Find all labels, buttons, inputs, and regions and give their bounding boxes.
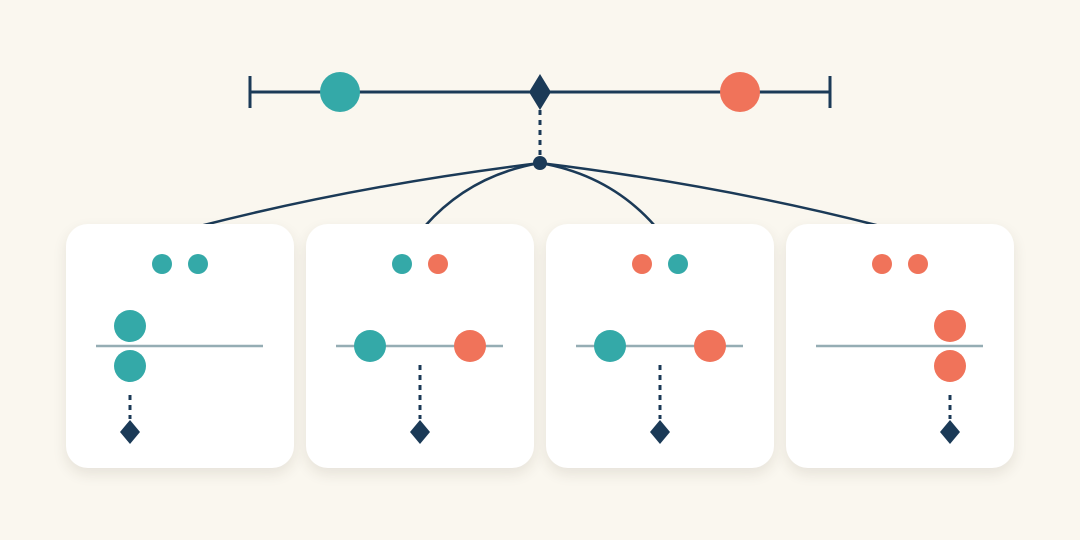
- right-marker: [694, 330, 726, 362]
- top-scale: [248, 72, 832, 112]
- connector-node: [533, 156, 547, 170]
- pair-dot-2: [668, 254, 688, 274]
- pair-dot-1: [872, 254, 892, 274]
- pair-dot-1: [392, 254, 412, 274]
- pair-dot-2: [188, 254, 208, 274]
- diamond-marker: [410, 420, 430, 444]
- pair-dot-2: [428, 254, 448, 274]
- diamond-marker: [940, 420, 960, 444]
- pair-dot-1: [152, 254, 172, 274]
- card-teal-coral: [306, 224, 534, 468]
- connector-curves: [199, 161, 881, 228]
- card-coral-teal: [546, 224, 774, 468]
- connector-curve-2: [424, 161, 541, 227]
- card-teal-teal: [66, 224, 294, 468]
- connector-curve-4: [539, 161, 881, 228]
- diamond-marker: [650, 420, 670, 444]
- card-4-graphic: [816, 254, 983, 444]
- connector-curve-1: [199, 161, 541, 228]
- top-coral-marker: [720, 72, 760, 112]
- pair-dot-1: [632, 254, 652, 274]
- top-teal-marker: [320, 72, 360, 112]
- diamond-marker: [120, 420, 140, 444]
- card-2-graphic: [336, 254, 503, 444]
- top-diamond-marker: [529, 74, 551, 110]
- card-1-graphic: [96, 254, 263, 444]
- stacked-marker-bottom: [114, 350, 146, 382]
- stacked-marker-bottom: [934, 350, 966, 382]
- right-marker: [454, 330, 486, 362]
- connector-curve-3: [539, 161, 656, 227]
- left-marker: [354, 330, 386, 362]
- pair-dot-2: [908, 254, 928, 274]
- left-marker: [594, 330, 626, 362]
- stacked-marker-top: [114, 310, 146, 342]
- card-3-graphic: [576, 254, 743, 444]
- stacked-marker-top: [934, 310, 966, 342]
- card-coral-coral: [786, 224, 1014, 468]
